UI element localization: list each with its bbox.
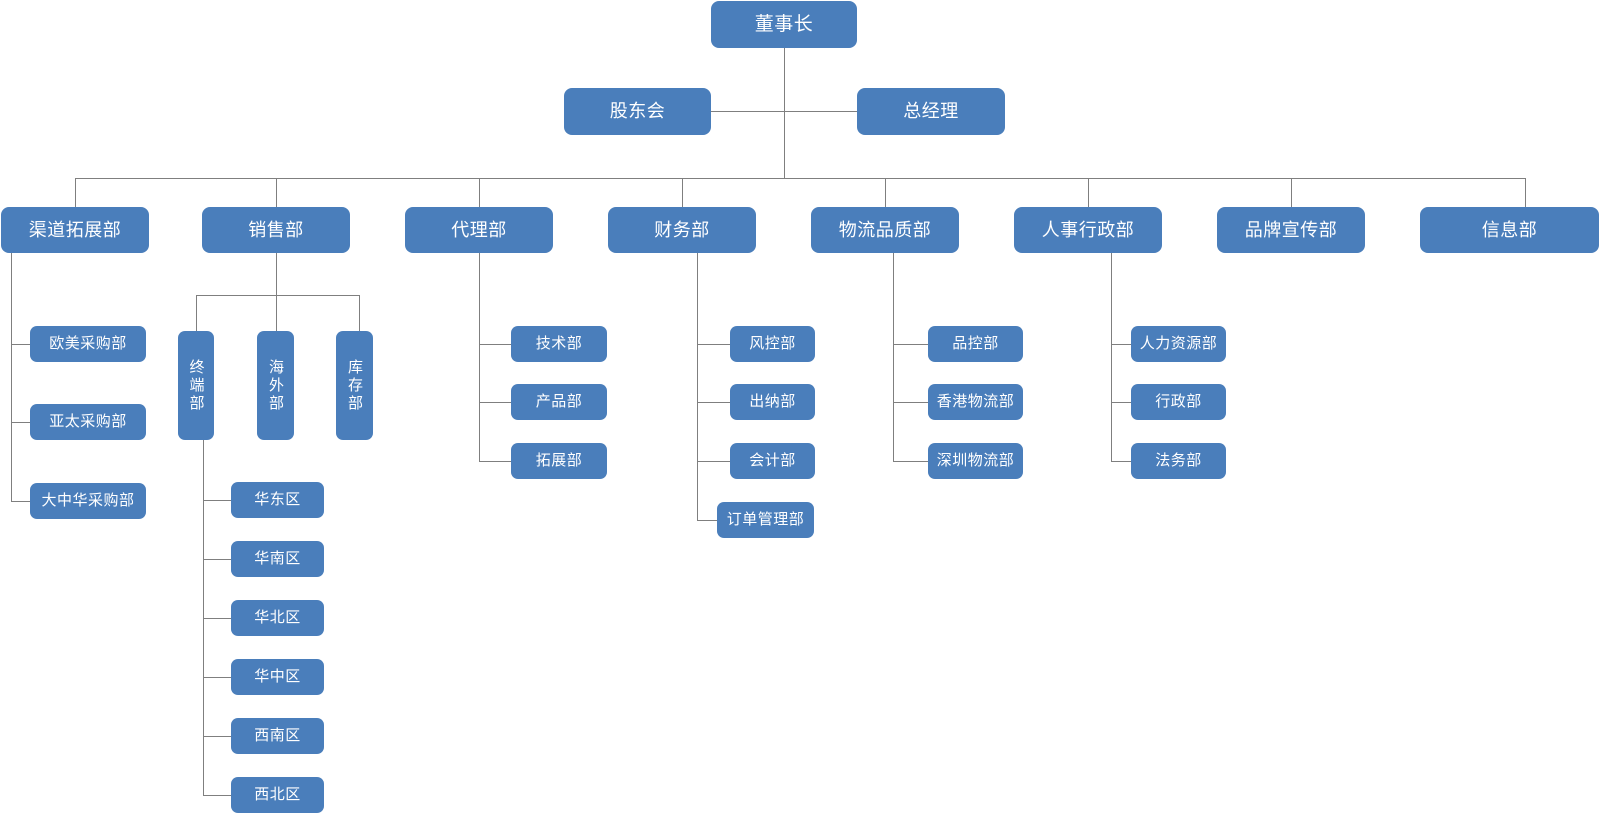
connector-stub-technology	[479, 344, 511, 345]
node-procurement-greater-china[interactable]: 大中华采购部	[30, 483, 146, 519]
node-region-northwest-china[interactable]: 西北区	[231, 777, 324, 813]
node-overseas-division[interactable]: 海外部	[257, 331, 294, 440]
node-procurement-asia-pacific[interactable]: 亚太采购部	[30, 404, 146, 440]
connector-fan-sales	[196, 295, 359, 296]
connector-drop-dept-4	[682, 178, 683, 207]
connector-spine-finance	[697, 253, 698, 520]
connector-stub-cashier	[697, 402, 730, 403]
node-expansion-department[interactable]: 拓展部	[511, 443, 607, 479]
connector-shareholders	[711, 111, 784, 112]
node-inventory-division[interactable]: 库存部	[336, 331, 373, 440]
node-dept-hr-admin[interactable]: 人事行政部	[1014, 207, 1162, 253]
connector-stub-region-south	[203, 559, 231, 560]
connector-drop-dept-6	[1088, 178, 1089, 207]
node-region-east-china[interactable]: 华东区	[231, 482, 324, 518]
node-terminal-division[interactable]: 终端部	[178, 331, 214, 440]
connector-stub-procure-greater-china	[11, 501, 30, 502]
connector-drop-dept-2	[276, 178, 277, 207]
connector-drop-dept-5	[885, 178, 886, 207]
connector-stub-legal	[1111, 461, 1131, 462]
node-region-central-china[interactable]: 华中区	[231, 659, 324, 695]
node-region-south-china[interactable]: 华南区	[231, 541, 324, 577]
node-risk-control-department[interactable]: 风控部	[730, 326, 815, 362]
connector-stub-quality-control	[893, 344, 928, 345]
node-general-manager[interactable]: 总经理	[857, 88, 1005, 135]
connector-spine-agency	[479, 253, 480, 461]
node-cashier-department[interactable]: 出纳部	[730, 384, 815, 420]
connector-department-bus	[75, 178, 1525, 179]
node-technology-department[interactable]: 技术部	[511, 326, 607, 362]
connector-drop-dept-7	[1291, 178, 1292, 207]
node-quality-control-department[interactable]: 品控部	[928, 326, 1023, 362]
node-dept-brand-promotion[interactable]: 品牌宣传部	[1217, 207, 1365, 253]
node-hongkong-logistics-department[interactable]: 香港物流部	[928, 384, 1023, 420]
connector-drop-dept-8	[1525, 178, 1526, 207]
connector-stub-region-southwest	[203, 736, 231, 737]
connector-stub-administration	[1111, 402, 1131, 403]
connector-stub-accounting	[697, 461, 730, 462]
connector-drop-terminal	[196, 295, 197, 331]
node-region-north-china[interactable]: 华北区	[231, 600, 324, 636]
node-shenzhen-logistics-department[interactable]: 深圳物流部	[928, 443, 1023, 479]
connector-spine-channel-development	[11, 253, 12, 501]
node-dept-information[interactable]: 信息部	[1420, 207, 1599, 253]
node-dept-logistics-quality[interactable]: 物流品质部	[811, 207, 959, 253]
connector-stub-product	[479, 402, 511, 403]
connector-stub-expansion	[479, 461, 511, 462]
node-dept-channel-development[interactable]: 渠道拓展部	[1, 207, 149, 253]
connector-stub-human-resources	[1111, 344, 1131, 345]
connector-spine-hr-admin	[1111, 253, 1112, 461]
connector-drop-dept-3	[479, 178, 480, 207]
connector-spine-logistics	[893, 253, 894, 461]
connector-stub-shenzhen-logistics	[893, 461, 928, 462]
node-region-southwest-china[interactable]: 西南区	[231, 718, 324, 754]
node-accounting-department[interactable]: 会计部	[730, 443, 815, 479]
node-dept-finance[interactable]: 财务部	[608, 207, 756, 253]
node-legal-department[interactable]: 法务部	[1131, 443, 1226, 479]
node-human-resources-department[interactable]: 人力资源部	[1131, 326, 1226, 362]
connector-stub-region-east	[203, 500, 231, 501]
node-dept-agency[interactable]: 代理部	[405, 207, 553, 253]
node-order-management-department[interactable]: 订单管理部	[717, 502, 814, 538]
node-dept-sales[interactable]: 销售部	[202, 207, 350, 253]
connector-stub-procure-eu-us	[11, 344, 30, 345]
connector-stub-order-management	[697, 520, 717, 521]
connector-drop-dept-1	[75, 178, 76, 207]
node-chairman[interactable]: 董事长	[711, 1, 857, 48]
connector-stub-region-north	[203, 618, 231, 619]
connector-chairman-stem	[784, 48, 785, 178]
connector-stub-hongkong-logistics	[893, 402, 928, 403]
connector-stub-procure-apac	[11, 422, 30, 423]
connector-stub-risk-control	[697, 344, 730, 345]
connector-drop-inventory	[359, 295, 360, 331]
connector-general-manager	[784, 111, 857, 112]
node-product-department[interactable]: 产品部	[511, 384, 607, 420]
connector-stub-region-northwest	[203, 795, 231, 796]
node-procurement-europe-america[interactable]: 欧美采购部	[30, 326, 146, 362]
connector-stub-region-central	[203, 677, 231, 678]
node-administration-department[interactable]: 行政部	[1131, 384, 1226, 420]
node-shareholders-meeting[interactable]: 股东会	[564, 88, 711, 135]
connector-drop-overseas	[276, 295, 277, 331]
connector-drop-sales	[276, 253, 277, 295]
